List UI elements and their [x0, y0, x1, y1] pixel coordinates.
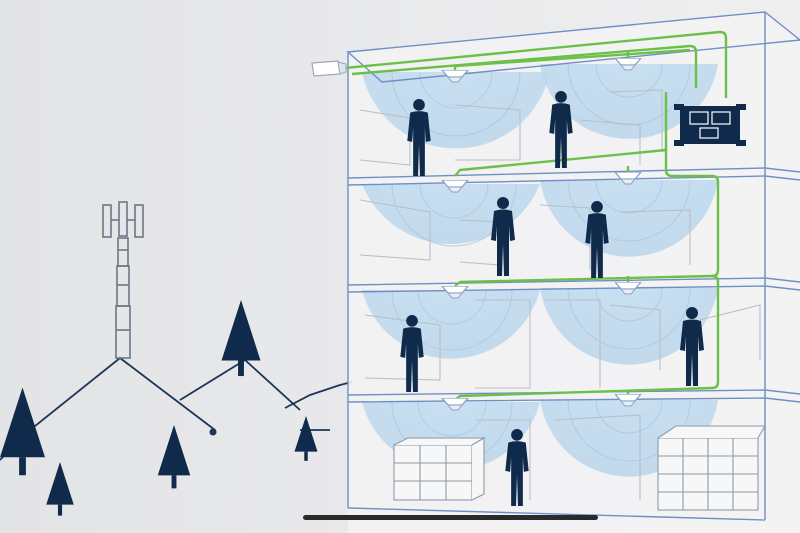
terrain-marker	[209, 428, 217, 436]
storage-boxes-left	[393, 437, 487, 501]
donor-antenna-icon	[311, 60, 347, 77]
home-indicator[interactable]	[303, 515, 598, 520]
cell-tower-icon	[102, 201, 144, 359]
signal-booster-icon	[674, 104, 746, 146]
building-structure	[346, 11, 800, 521]
interior-walls	[359, 89, 761, 500]
storage-boxes-right	[657, 425, 766, 511]
